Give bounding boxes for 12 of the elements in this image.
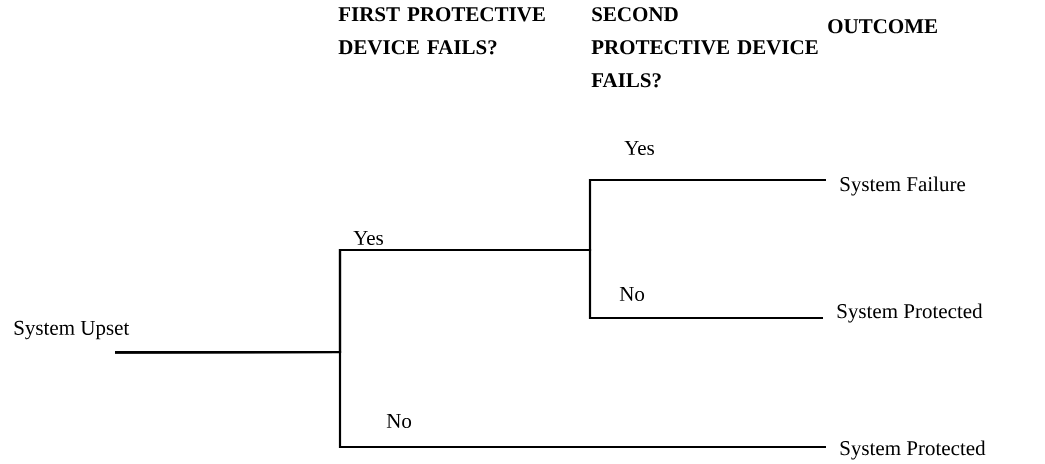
branch-label: Yes: [624, 141, 654, 155]
branch-label: No: [619, 287, 645, 301]
outcome-text: System Upset: [14, 320, 130, 340]
tree-branch: [115, 350, 826, 449]
outcome-text: System Protected: [840, 440, 986, 460]
branch-label: No: [386, 414, 412, 428]
column-heading: SECOND PROTECTIVE DEVICE FAILS?: [591, 7, 818, 88]
column-heading: FIRST PROTECTIVE DEVICE FAILS?: [338, 7, 545, 55]
outcome-text: System Protected: [837, 303, 983, 323]
column-heading: OUTCOME: [828, 19, 937, 34]
outcome-text: System Failure: [840, 176, 966, 196]
branch-label: Yes: [353, 231, 383, 245]
